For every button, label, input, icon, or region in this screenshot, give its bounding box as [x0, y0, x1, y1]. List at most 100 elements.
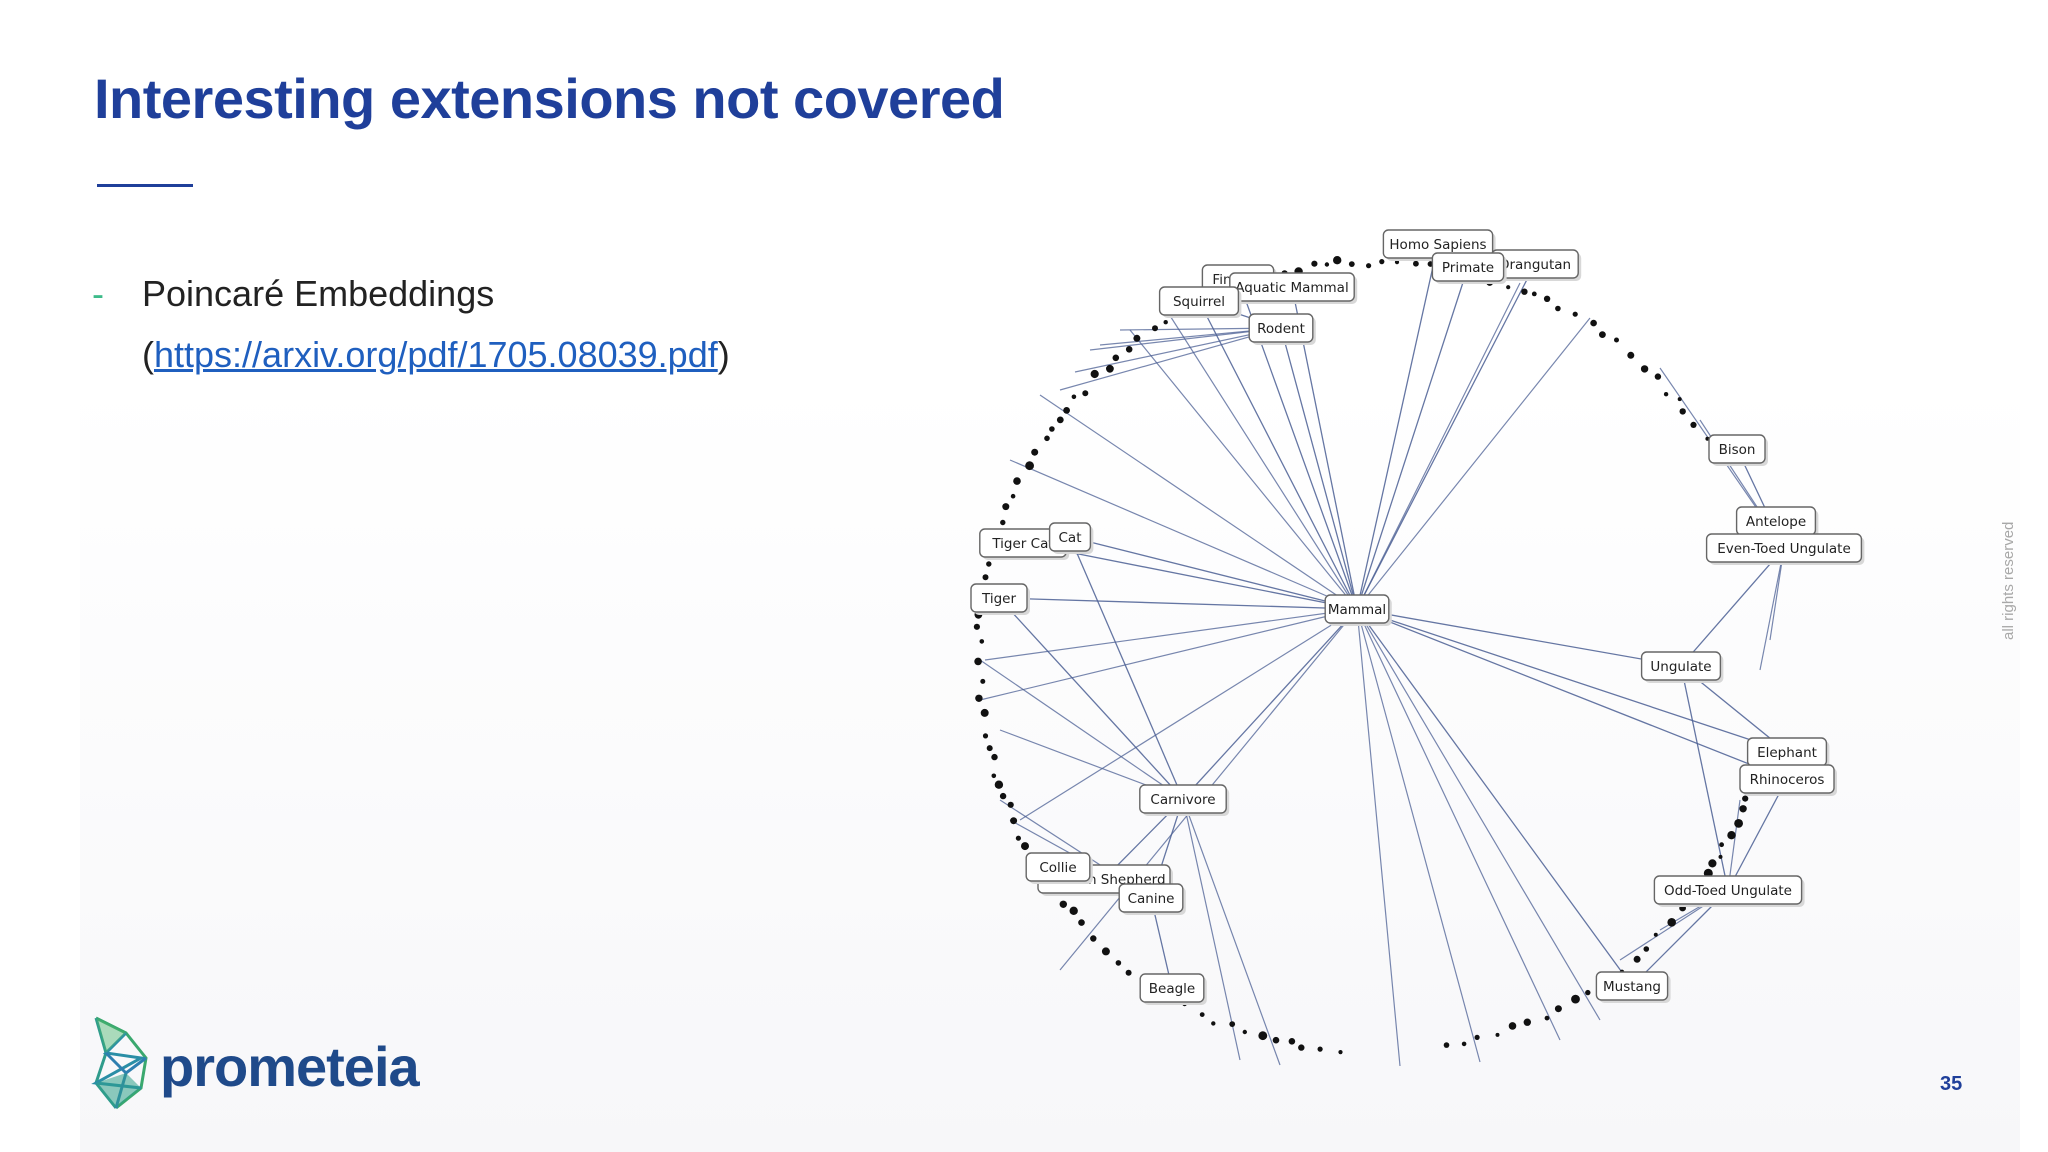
node-box-tiger — [970, 583, 1028, 613]
node-box-rhino — [1739, 764, 1835, 794]
node-tigercat: Tiger Cat — [979, 528, 1070, 560]
node-oddtoed: Odd-Toed Ungulate — [1653, 875, 1805, 907]
rim-point — [1013, 477, 1021, 485]
rim-point — [1727, 831, 1736, 840]
rim-point — [1708, 859, 1717, 868]
node-label-orangutan: Orangutan — [1499, 257, 1571, 273]
node-label-eventoed: Even-Toed Ungulate — [1717, 541, 1851, 557]
rim-point — [1495, 1032, 1500, 1037]
edge-ungulate-oddtoed — [1680, 665, 1729, 891]
paper-link[interactable]: https://arxiv.org/pdf/1705.08039.pdf — [154, 334, 718, 375]
node-label-collie: Collie — [1039, 860, 1076, 876]
node-label-oddtoed: Odd-Toed Ungulate — [1664, 883, 1792, 899]
rim-edge — [1059, 327, 1282, 391]
edge-mammal-tiger — [998, 597, 1358, 610]
rim-edge — [1759, 547, 1785, 671]
link-close-paren: ) — [717, 334, 730, 375]
rim-edge — [1129, 329, 1358, 610]
rim-point — [1311, 260, 1318, 267]
rim-point — [982, 574, 989, 581]
edge-oddtoed-rhino — [1727, 778, 1788, 891]
slide-title: Interesting extensions not covered — [94, 67, 1005, 130]
node-bison: Bison — [1708, 434, 1768, 466]
rim-point — [1734, 819, 1743, 828]
node-eventoed: Even-Toed Ungulate — [1705, 533, 1865, 565]
rim-point — [1063, 407, 1070, 414]
rim-point — [1152, 325, 1158, 332]
rim-point — [1544, 1015, 1550, 1021]
rim-point — [1211, 1021, 1216, 1026]
rim-point — [994, 780, 1004, 789]
rim-point — [1413, 260, 1419, 267]
edge-mammal-rhino — [1356, 608, 1788, 780]
node-aquatic: Aquatic Mammal — [1229, 272, 1358, 304]
node-box-rodent — [1248, 313, 1314, 343]
rim-point — [1229, 1021, 1236, 1027]
edge-mammal-mustang — [1356, 608, 1633, 987]
edge-mammal-cat — [1069, 536, 1358, 610]
node-label-homo: Homo Sapiens — [1389, 237, 1486, 253]
node-label-mustang: Mustang — [1603, 979, 1661, 995]
edge-mammal-homo — [1356, 243, 1439, 610]
rim-point — [1443, 1042, 1450, 1048]
title-underline — [97, 184, 193, 187]
rim-point — [1000, 519, 1006, 526]
rim-point — [1718, 854, 1723, 859]
node-squirrel: Squirrel — [1158, 286, 1242, 318]
rim-point — [1272, 1036, 1280, 1044]
rights-note: all rights reserved — [2000, 521, 2017, 640]
rim-point — [1394, 260, 1400, 265]
bullet-marker: - — [92, 273, 104, 314]
node-box-beagle — [1139, 973, 1205, 1003]
node-primate: Primate — [1431, 252, 1507, 284]
node-label-aquatic: Aquatic Mammal — [1235, 280, 1348, 296]
edge-mammal-elephant — [1356, 608, 1788, 753]
rim-edge — [1019, 608, 1358, 821]
rim-point — [1031, 448, 1039, 456]
rim-point — [975, 694, 983, 702]
rim-point — [1112, 354, 1120, 362]
rim-point — [1677, 397, 1682, 402]
rim-point — [986, 561, 992, 567]
edge-mammal-primate — [1356, 266, 1469, 610]
node-cat: Cat — [1048, 522, 1094, 554]
node-label-tiger: Tiger — [981, 591, 1016, 607]
rim-point — [991, 753, 998, 761]
node-rhino: Rhinoceros — [1739, 764, 1837, 796]
rim-point — [1258, 1031, 1268, 1041]
rim-point — [974, 657, 982, 666]
node-box-collie — [1025, 852, 1091, 882]
node-label-ungulate: Ungulate — [1650, 659, 1711, 675]
rim-point — [1508, 1022, 1517, 1030]
node-label-rhino: Rhinoceros — [1750, 772, 1825, 788]
rim-point — [973, 623, 981, 630]
rim-point — [999, 792, 1007, 800]
bullet-text: Poincaré Embeddings — [142, 273, 495, 314]
rim-point — [1069, 906, 1078, 915]
rim-point — [1056, 416, 1064, 424]
rim-point — [986, 745, 993, 752]
node-box-primate — [1431, 252, 1505, 282]
rim-edge — [1356, 608, 1481, 1063]
rim-point — [1071, 394, 1077, 400]
rim-point — [1015, 835, 1022, 841]
node-beagle: Beagle — [1139, 973, 1207, 1005]
rim-point — [1025, 461, 1034, 471]
rim-point — [1653, 932, 1658, 937]
rim-edge — [1727, 799, 1741, 891]
node-label-antelope: Antelope — [1746, 514, 1806, 530]
prometeia-logo-icon — [91, 1016, 148, 1110]
node-box-canine — [1118, 883, 1184, 913]
rim-point — [1543, 295, 1551, 302]
rim-point — [1090, 935, 1097, 942]
rim-point — [1338, 1050, 1343, 1055]
rim-edge — [1009, 459, 1358, 610]
rim-point — [1288, 1038, 1296, 1045]
rim-point — [980, 678, 986, 684]
rim-edge — [1356, 317, 1591, 610]
edge-mammal-rodent — [1280, 327, 1358, 610]
node-box-carnivore — [1139, 784, 1227, 814]
rim-point — [1101, 947, 1110, 956]
rim-point — [1242, 1029, 1248, 1035]
